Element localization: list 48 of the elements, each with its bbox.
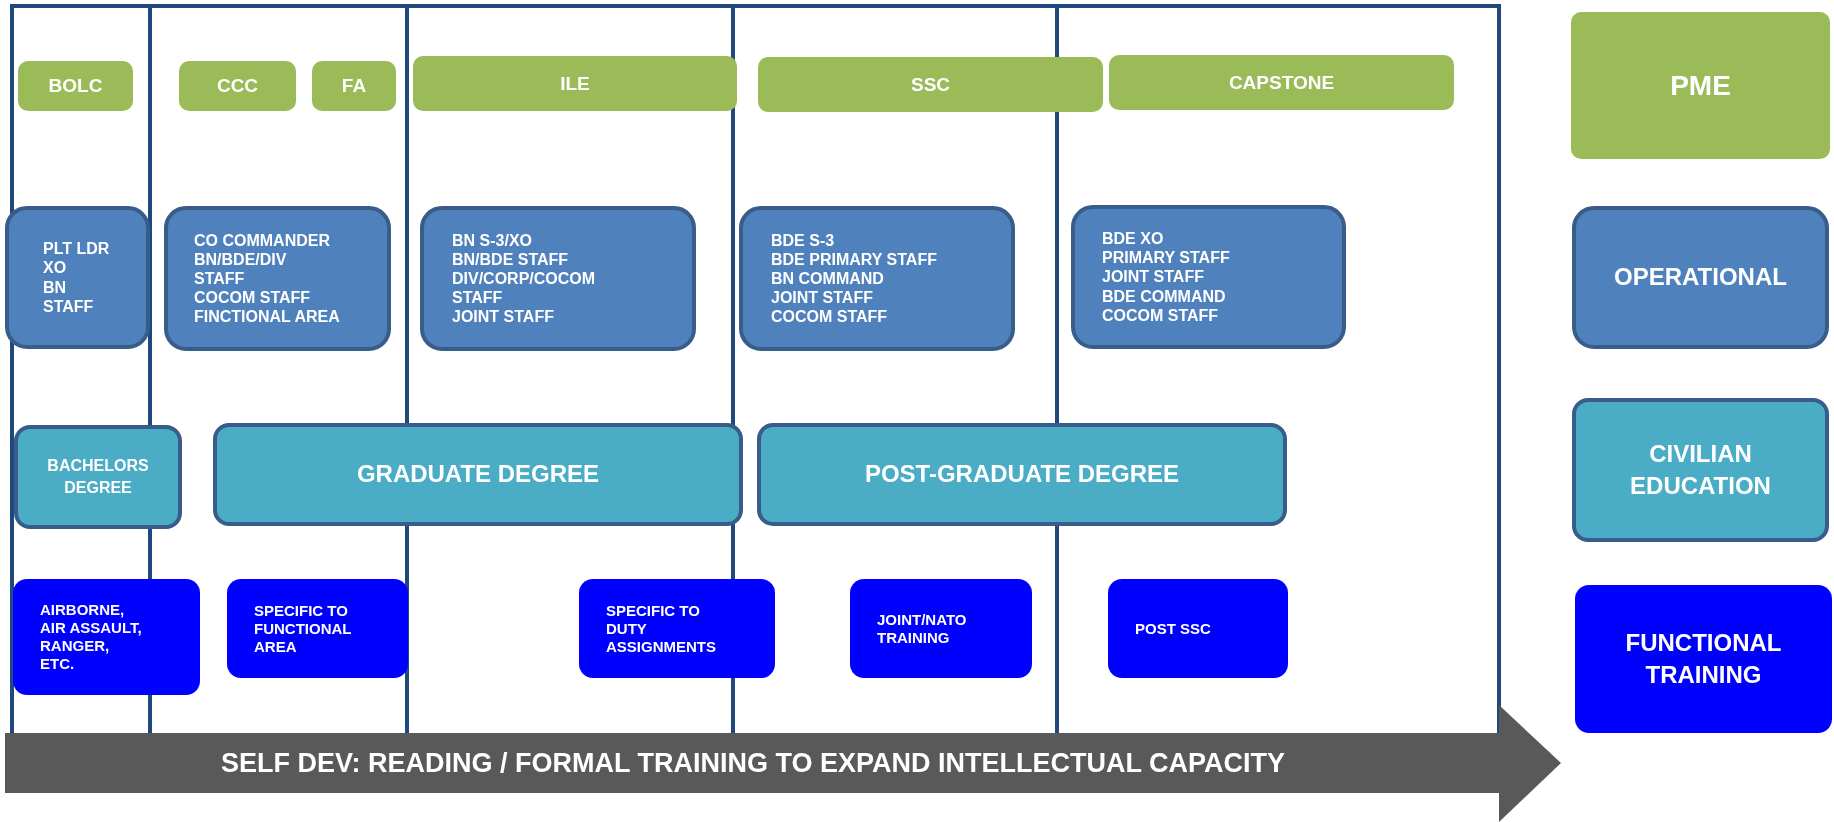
pme-course-box — [758, 57, 1103, 112]
pme-course-box — [1109, 55, 1454, 110]
box-label: BN S-3/XO BN/BDE STAFF DIV/CORP/COCOM STAFF JOINT STAFF — [452, 230, 596, 327]
box-label: BDE XO PRIMARY STAFF JOINT STAFF BDE COMMAND COCOM STAFF — [1102, 229, 1230, 325]
box-label: AIRBORNE, AIR ASSAULT, RANGER, ETC. — [40, 601, 142, 673]
box-label: POST SSC — [1135, 619, 1211, 638]
pme-course-box — [312, 61, 396, 111]
box-label: FUNCTIONAL TRAINING — [1625, 627, 1782, 690]
box-label: POST-GRADUATE DEGREE — [864, 459, 1180, 490]
civilian-education-box — [14, 425, 182, 529]
operational-assignment-box — [1071, 205, 1346, 349]
category-box — [1572, 398, 1829, 542]
functional-training-box — [227, 579, 408, 678]
functional-training-box — [579, 579, 775, 678]
box-label: SSC — [910, 72, 951, 97]
box-label: SPECIFIC TO DUTY ASSIGNMENTS — [606, 601, 716, 656]
operational-assignment-box — [164, 206, 391, 351]
operational-assignment-box — [739, 206, 1015, 351]
civilian-education-box — [213, 423, 743, 526]
functional-training-box — [1108, 579, 1288, 678]
box-label: PLT LDR XO BN STAFF — [43, 239, 110, 316]
box-label: GRADUATE DEGREE — [356, 459, 600, 490]
category-box — [1572, 206, 1829, 349]
category-box — [1575, 585, 1832, 733]
box-label: BDE S-3 BDE PRIMARY STAFF BN COMMAND JOINT STAFF COCOM STAFF — [771, 230, 937, 327]
box-label: CAPSTONE — [1228, 70, 1335, 95]
box-label: SPECIFIC TO FUNCTIONAL AREA — [254, 601, 352, 656]
box-label: JOINT/NATO TRAINING — [877, 610, 967, 647]
operational-assignment-box — [420, 206, 696, 351]
box-label: BACHELORS DEGREE — [47, 456, 149, 498]
pme-course-box — [179, 61, 296, 111]
pme-course-box — [18, 61, 133, 111]
arrow-label: SELF DEV: READING / FORMAL TRAINING TO EXPAND INTELLECTUAL CAPACITY — [220, 747, 1285, 781]
civilian-education-box — [757, 423, 1287, 526]
box-label: CIVILIAN EDUCATION — [1630, 438, 1771, 501]
operational-assignment-box — [5, 206, 150, 349]
functional-training-box — [13, 579, 200, 695]
functional-training-box — [850, 579, 1032, 678]
box-label: OPERATIONAL — [1614, 262, 1787, 293]
box-label: CO COMMANDER BN/BDE/DIV STAFF COCOM STAFF FINCTIONAL AREA — [194, 230, 340, 327]
box-label: BOLC — [48, 74, 103, 99]
box-label: CCC — [216, 74, 259, 99]
self-development-arrow — [5, 705, 1561, 822]
box-label: FA — [341, 74, 367, 99]
box-label: ILE — [560, 71, 590, 96]
box-label: PME — [1670, 68, 1731, 103]
pme-course-box — [413, 56, 737, 111]
category-box — [1571, 12, 1830, 159]
